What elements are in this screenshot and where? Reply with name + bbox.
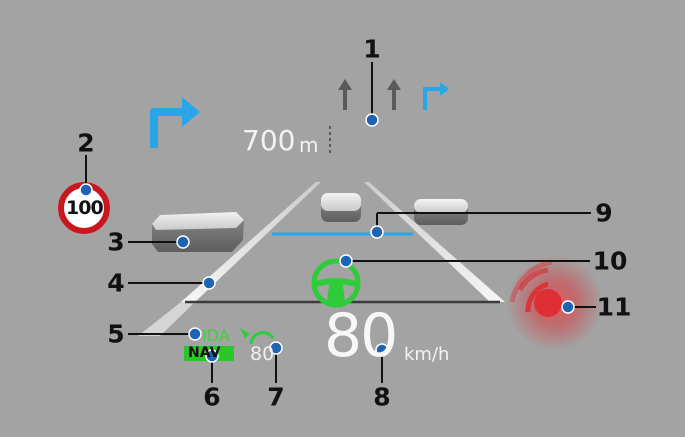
left-lane-line-lower <box>138 302 195 336</box>
speedometer-value: 80 <box>324 301 398 371</box>
callout-1: 1 <box>363 34 381 64</box>
set-speed-gauge-icon <box>240 328 275 345</box>
callout-11: 11 <box>596 292 632 322</box>
callout-dots <box>79 113 575 363</box>
callout-9: 9 <box>595 198 613 228</box>
steering-wheel-icon <box>311 258 361 308</box>
vehicle-left <box>152 212 244 252</box>
lane-turn-right-arrow-icon <box>423 82 449 110</box>
nav-distance-unit: m <box>299 133 319 157</box>
ida-label: IDA <box>202 326 230 345</box>
callout-8: 8 <box>373 382 391 412</box>
speed-limit-value: 100 <box>66 197 104 219</box>
lane-straight-arrow-icon <box>387 79 401 110</box>
callout-5: 5 <box>107 319 125 349</box>
vehicle-front <box>321 193 361 222</box>
nav-distance-value: 700 <box>242 124 296 157</box>
lane-straight-arrow-icon <box>338 79 352 110</box>
nav-label: NAV <box>188 345 221 361</box>
callout-6: 6 <box>203 382 221 412</box>
blind-spot-warning <box>507 255 603 351</box>
turn-right-arrow-icon <box>150 97 200 148</box>
set-speed-value: 80 <box>250 343 275 365</box>
speedometer-unit: km/h <box>404 344 450 365</box>
callout-10: 10 <box>592 246 628 276</box>
callout-2: 2 <box>77 128 95 158</box>
left-lane-line <box>181 182 321 302</box>
callout-3: 3 <box>107 227 125 257</box>
callout-4: 4 <box>107 268 125 298</box>
callout-7: 7 <box>267 382 285 412</box>
lane-arrows <box>338 79 449 110</box>
